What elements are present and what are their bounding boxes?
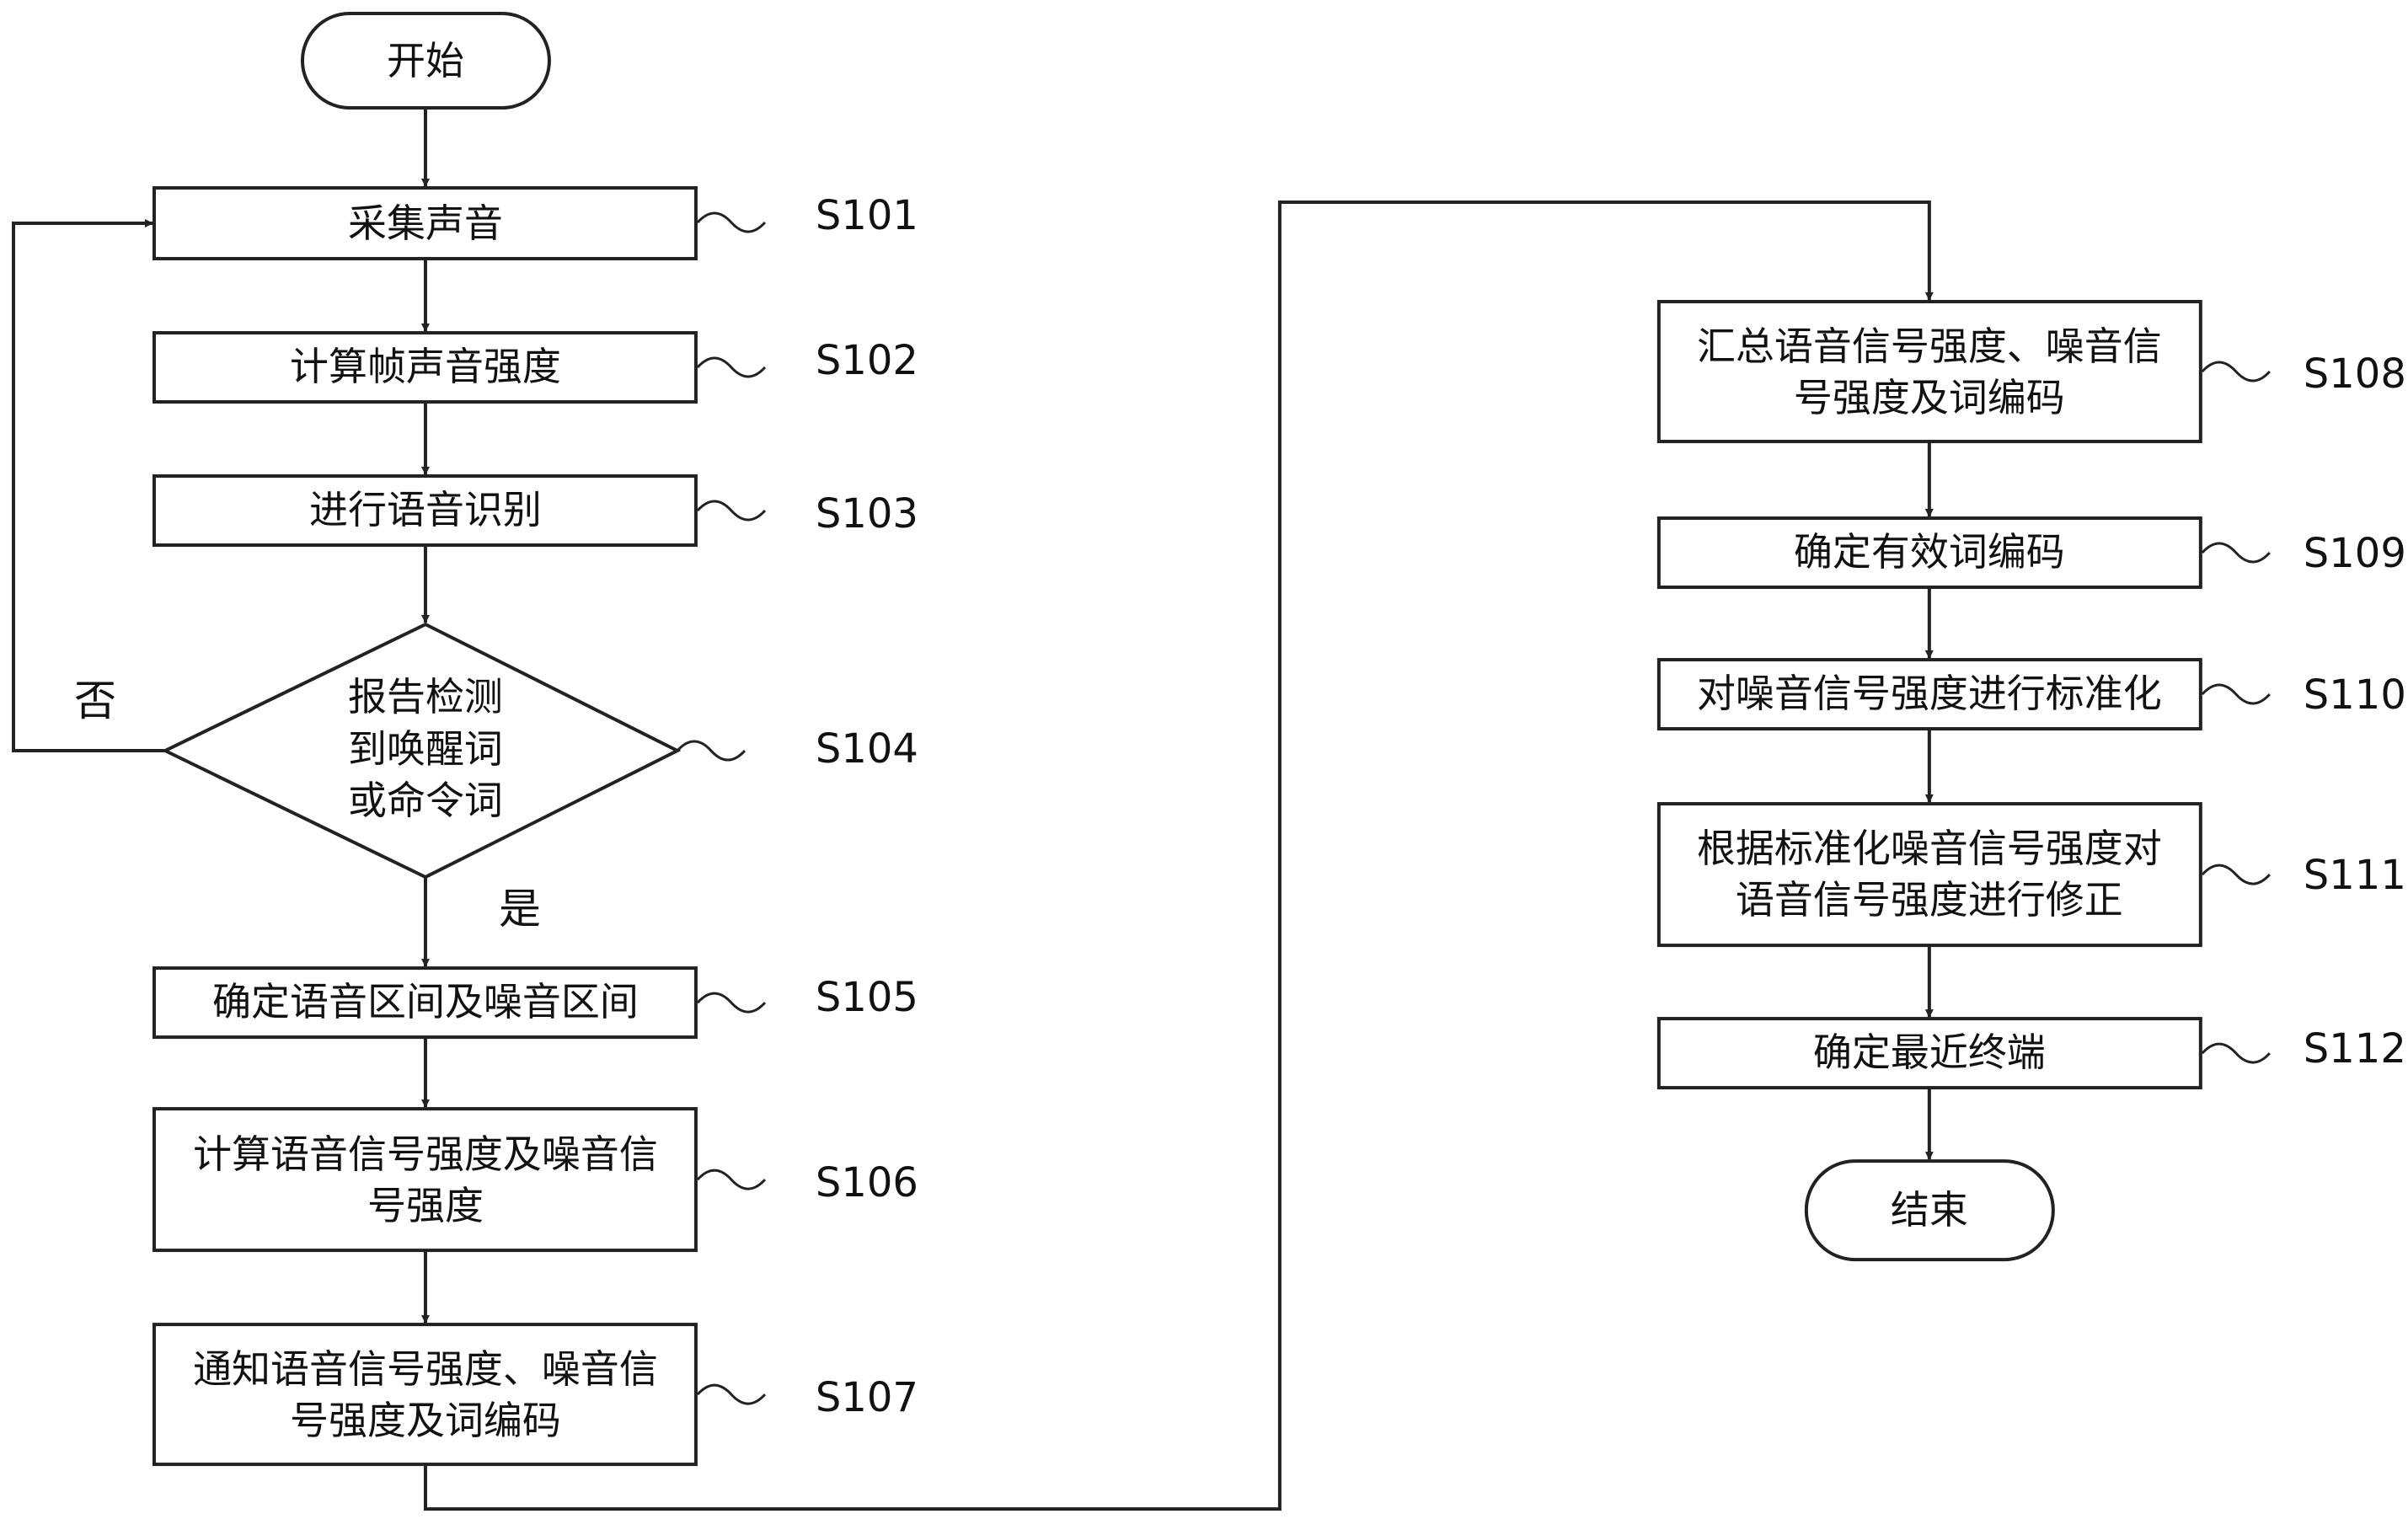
step-ref-squiggle-s110 — [2201, 683, 2271, 705]
step-text-s102: 计算帧声音强度 — [290, 344, 561, 389]
decision-no-label: 否 — [74, 677, 116, 725]
step-ref-s108: S108 — [2304, 350, 2406, 398]
decision-text-s104-line2: 到唤醒词 — [348, 726, 503, 772]
step-text-s110: 对噪音信号强度进行标准化 — [1697, 671, 2162, 716]
step-box-s108 — [1656, 300, 2202, 444]
step-ref-s104: S104 — [816, 725, 918, 773]
step-ref-s106: S106 — [816, 1159, 918, 1206]
step-box-s101 — [152, 186, 698, 261]
step-text-s108-line2: 号强度及词编码 — [1794, 375, 2065, 420]
step-ref-squiggle-s111 — [2201, 864, 2271, 885]
step-ref-s102: S102 — [816, 337, 918, 384]
step-ref-squiggle-s103 — [696, 500, 767, 521]
step-ref-s110: S110 — [2304, 671, 2406, 719]
step-ref-squiggle-s107 — [696, 1383, 767, 1405]
step-box-s109 — [1656, 516, 2202, 590]
step-ref-s103: S103 — [816, 490, 918, 538]
step-box-s106 — [152, 1107, 698, 1253]
step-box-s110 — [1656, 658, 2202, 731]
decision-text-s104-line1: 报告检测 — [348, 674, 503, 719]
step-text-s111-line1: 根据标准化噪音信号强度对 — [1697, 826, 2162, 871]
decision-yes-label: 是 — [499, 885, 541, 933]
step-ref-squiggle-s101 — [696, 211, 767, 233]
step-ref-squiggle-s105 — [696, 992, 767, 1014]
step-ref-squiggle-s104 — [676, 740, 746, 762]
start-label: 开始 — [387, 38, 464, 83]
decision-text-s104-line3: 或命令词 — [348, 778, 503, 823]
step-box-s105 — [152, 966, 698, 1040]
step-ref-s109: S109 — [2304, 530, 2406, 577]
end-label: 结束 — [1891, 1187, 1968, 1233]
step-text-s103: 进行语音识别 — [309, 487, 542, 532]
step-ref-s101: S101 — [816, 192, 918, 239]
step-ref-squiggle-s109 — [2201, 542, 2271, 564]
end-terminal — [1804, 1159, 2055, 1262]
step-text-s112: 确定最近终端 — [1813, 1030, 2046, 1075]
step-ref-squiggle-s106 — [696, 1169, 767, 1190]
connector-no-loop — [11, 219, 165, 753]
step-text-s107-line2: 号强度及词编码 — [290, 1398, 561, 1443]
step-box-s112 — [1656, 1017, 2202, 1090]
step-box-s111 — [1656, 802, 2202, 948]
step-ref-squiggle-s112 — [2201, 1042, 2271, 1064]
step-text-s101: 采集声音 — [348, 201, 503, 246]
step-box-s103 — [152, 474, 698, 548]
connector-s107-s108 — [423, 201, 1934, 1511]
step-text-s106-line1: 计算语音信号强度及噪音信 — [193, 1131, 658, 1177]
step-text-s107-line1: 通知语音信号强度、噪音信 — [193, 1346, 658, 1392]
step-text-s109: 确定有效词编码 — [1794, 529, 2065, 575]
step-ref-s107: S107 — [816, 1374, 918, 1421]
step-text-s108-line1: 汇总语音信号强度、噪音信 — [1697, 324, 2162, 369]
step-ref-s112: S112 — [2304, 1025, 2406, 1072]
step-ref-s111: S111 — [2304, 852, 2406, 899]
step-text-s105: 确定语音区间及噪音区间 — [212, 979, 639, 1024]
step-ref-squiggle-s102 — [696, 356, 767, 378]
step-ref-squiggle-s108 — [2201, 361, 2271, 382]
step-text-s111-line2: 语音信号强度进行修正 — [1736, 877, 2123, 923]
step-box-s107 — [152, 1323, 698, 1467]
step-box-s102 — [152, 331, 698, 404]
step-ref-s105: S105 — [816, 974, 918, 1021]
step-text-s106-line2: 号强度 — [367, 1183, 484, 1228]
